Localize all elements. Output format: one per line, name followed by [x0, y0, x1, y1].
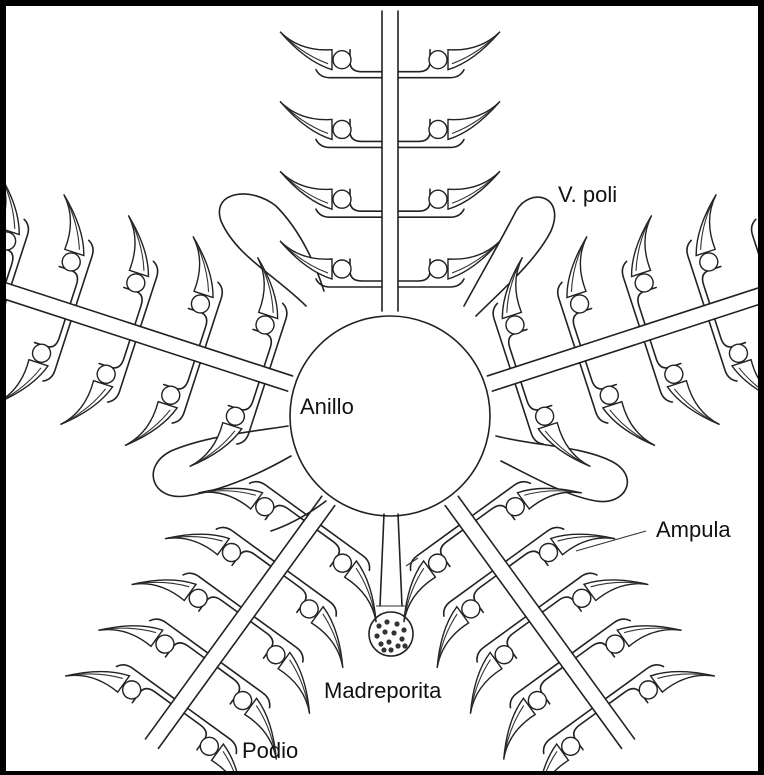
arm-wall: [316, 139, 382, 147]
ampula: [333, 190, 351, 208]
podio: [60, 375, 112, 436]
lateral-canal: [398, 259, 430, 281]
madreporite-pore: [376, 623, 381, 628]
podio: [190, 417, 242, 478]
lateral-canal: [350, 119, 382, 141]
lateral-canal: [398, 119, 430, 141]
madreporite-pore: [386, 639, 391, 644]
radial-arm: [280, 11, 500, 311]
madreporite-pore: [384, 619, 389, 624]
ampula: [333, 51, 351, 69]
radial-arm: [63, 436, 417, 771]
madreporite-pore: [399, 636, 404, 641]
label-vpoli: V. poli: [558, 182, 617, 207]
podio: [448, 241, 500, 279]
label-podio: Podio: [242, 738, 298, 763]
madreporite-pore: [395, 643, 400, 648]
podio: [584, 554, 648, 615]
madreporite-pore: [381, 647, 386, 652]
arm-wall: [398, 139, 464, 147]
radial-canal-line: [492, 280, 758, 391]
podio: [198, 462, 262, 523]
polian-vesicles: [153, 194, 627, 531]
label-ampula: Ampula: [656, 517, 731, 542]
madreporite-pore: [382, 629, 387, 634]
ampula: [333, 120, 351, 138]
water-vascular-system-diagram: Anillo V. poli Ampula Madreporita Podio: [6, 6, 758, 771]
madreporite-pore: [374, 633, 379, 638]
podio: [65, 645, 129, 706]
ampula: [333, 260, 351, 278]
podio: [280, 101, 332, 139]
ampula: [429, 260, 447, 278]
madreporite-pore: [391, 630, 396, 635]
podio: [667, 375, 719, 436]
ampula: [429, 51, 447, 69]
madreporite-pore: [378, 641, 383, 646]
arm-wall: [316, 70, 382, 78]
lateral-canal: [350, 259, 382, 281]
podio: [6, 173, 35, 234]
podio: [280, 171, 332, 209]
radial-arm: [363, 436, 717, 771]
podio: [517, 462, 581, 523]
podio: [132, 554, 196, 615]
podio: [165, 508, 229, 569]
podio: [603, 396, 655, 457]
podio: [280, 32, 332, 70]
radial-arms: [6, 11, 758, 771]
podio: [448, 101, 500, 139]
label-anillo: Anillo: [300, 394, 354, 419]
radial-arm: [6, 168, 324, 488]
lateral-canal: [350, 189, 382, 211]
radial-canal-line: [487, 265, 758, 376]
podio: [125, 396, 177, 457]
lateral-canal: [398, 50, 430, 72]
podio: [448, 171, 500, 209]
madreporite-pore: [402, 643, 407, 648]
podio: [538, 417, 590, 478]
madreporite-pore: [401, 627, 406, 632]
madreporite: [369, 612, 413, 656]
arm-wall: [398, 70, 464, 78]
podio: [651, 645, 715, 706]
podio: [6, 354, 48, 415]
label-madreporita: Madreporita: [324, 678, 442, 703]
madreporite-pore: [394, 621, 399, 626]
podio: [448, 32, 500, 70]
lateral-canal: [350, 50, 382, 72]
ampula: [429, 190, 447, 208]
radial-arm: [456, 168, 758, 488]
lateral-canal: [398, 189, 430, 211]
madreporite-pore: [388, 647, 393, 652]
podio: [732, 354, 758, 415]
ampula: [429, 120, 447, 138]
podio: [551, 508, 615, 569]
arm-wall: [748, 219, 758, 284]
podio: [98, 600, 162, 661]
podio: [617, 600, 681, 661]
